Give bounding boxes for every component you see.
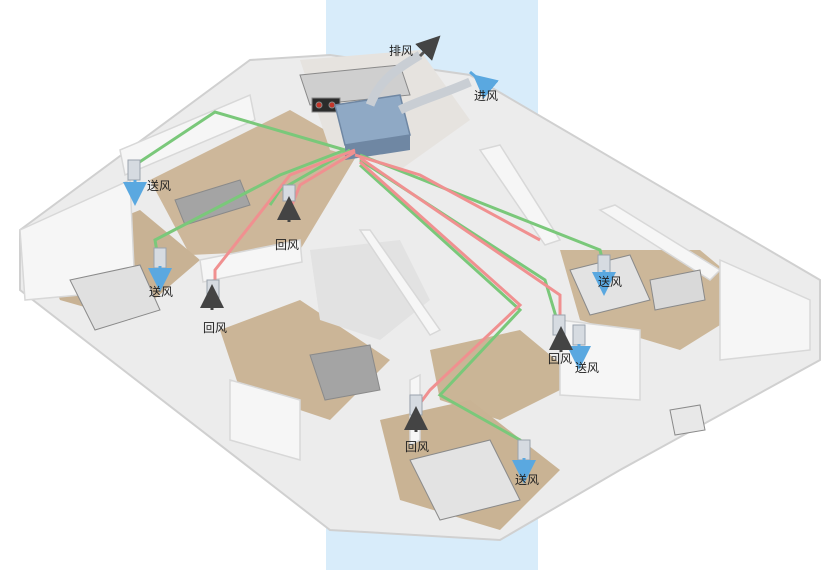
floor-study bbox=[430, 330, 580, 420]
kitchen-counter bbox=[299, 64, 411, 106]
intake-duct bbox=[397, 77, 472, 115]
return-label-bedroom-bottom: 回风 bbox=[405, 440, 430, 454]
sofa-lounge bbox=[309, 344, 381, 401]
intake-arrow bbox=[469, 70, 499, 99]
supply-arrows bbox=[123, 180, 616, 484]
supply-label-living: 送风 bbox=[147, 179, 172, 193]
bed-bottom bbox=[409, 439, 521, 521]
intake-label: 进风 bbox=[474, 89, 499, 103]
supply-label-bedroom-right: 送风 bbox=[598, 275, 623, 289]
exhaust-arrow bbox=[415, 35, 441, 61]
floor-bathroom bbox=[310, 240, 430, 340]
table-balcony bbox=[669, 404, 706, 436]
ventilator-unit bbox=[334, 94, 411, 160]
return-label-living: 回风 bbox=[275, 238, 300, 252]
supply-label-bedroom-left: 送风 bbox=[149, 285, 174, 299]
return-label-hall: 回风 bbox=[203, 321, 228, 335]
return-label-study: 回风 bbox=[548, 352, 573, 366]
return-arrows bbox=[200, 196, 573, 432]
sofa-living bbox=[174, 179, 251, 226]
bed-left bbox=[69, 264, 161, 331]
furniture bbox=[69, 64, 706, 521]
exhaust-label: 排风 bbox=[389, 44, 414, 58]
supply-label-bathroom-right: 送风 bbox=[575, 361, 600, 375]
supply-label-bedroom-bottom: 送风 bbox=[515, 473, 540, 487]
desk-right bbox=[649, 269, 706, 311]
exhaust-duct bbox=[365, 51, 423, 107]
